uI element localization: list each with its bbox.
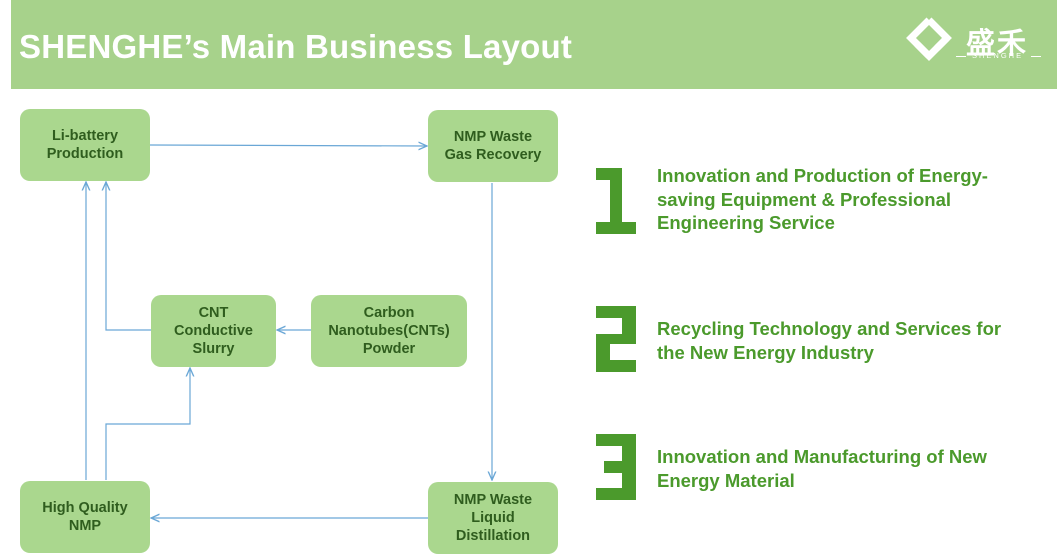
business-item-3: Innovation and Manufacturing of New Ener… <box>657 446 987 491</box>
node-high-quality-nmp: High Quality NMP <box>20 481 150 553</box>
node-nmp-waste-liquid-distillation: NMP Waste Liquid Distillation <box>428 482 558 554</box>
business-item-2: Recycling Technology and Services for th… <box>657 318 1002 363</box>
node-cnt-powder: Carbon Nanotubes(CNTs) Powder <box>311 295 467 367</box>
node-nmp-waste-gas-recovery: NMP Waste Gas Recovery <box>428 110 558 182</box>
node-li-battery-production: Li-battery Production <box>20 109 150 181</box>
business-item-1: Innovation and Production of Energy- sav… <box>657 165 988 233</box>
number-1-icon <box>596 168 636 234</box>
logo-rule-right <box>1031 56 1041 57</box>
arrow-battery-to-gas-recovery <box>149 145 427 146</box>
header-banner: SHENGHE’s Main Business Layout <box>11 0 1057 89</box>
page-title: SHENGHE’s Main Business Layout <box>19 28 573 65</box>
node-cnt-conductive-slurry: CNT Conductive Slurry <box>151 295 276 367</box>
number-3-icon <box>596 434 636 500</box>
number-2-icon <box>596 306 636 372</box>
arrow-nmp-to-slurry <box>105 368 190 480</box>
arrow-slurry-to-battery <box>106 182 151 331</box>
diamond-s-logo-icon <box>906 17 952 61</box>
logo-rule-left <box>956 56 966 57</box>
logo-english-text: SHENGHE <box>972 51 1024 60</box>
logo-chinese-text: 盛禾 <box>966 28 1029 60</box>
